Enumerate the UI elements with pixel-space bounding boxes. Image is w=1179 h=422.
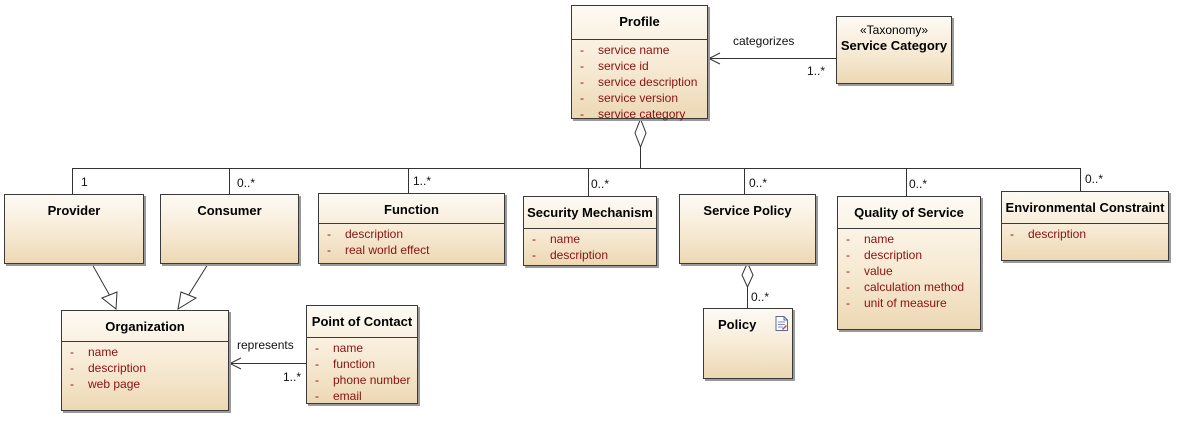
- class-name: Profile: [619, 14, 660, 29]
- represents-arrow-icon: [228, 357, 242, 370]
- attribute-compartment: -name -description -value -calculation m…: [838, 228, 980, 311]
- attribute: -service name: [580, 43, 670, 57]
- consumer-multiplicity: 0..*: [237, 176, 256, 190]
- quality-of-service-multiplicity: 0..*: [909, 177, 928, 191]
- attribute: -name: [70, 345, 119, 359]
- attribute: -service id: [580, 59, 649, 73]
- attribute-compartment: -description: [1002, 223, 1168, 242]
- attribute: -name: [532, 232, 581, 246]
- class-service-category[interactable]: «Taxonomy» Service Category: [836, 16, 952, 84]
- class-name: Consumer: [197, 203, 262, 218]
- categorizes-arrow-icon: [707, 52, 721, 65]
- attribute: -description: [846, 248, 923, 262]
- attribute: -description: [70, 361, 147, 375]
- attribute-compartment: -service name -service id -service descr…: [572, 39, 707, 122]
- class-environmental-constraint[interactable]: Environmental Constraint -description: [1001, 191, 1169, 261]
- attribute: -description: [327, 227, 404, 241]
- represents-multiplicity: 1..*: [283, 370, 302, 384]
- categorizes-label: categorizes: [733, 34, 795, 48]
- class-function[interactable]: Function -description -real world effect: [318, 193, 505, 264]
- attribute: -phone number: [315, 373, 411, 387]
- class-name: Policy: [718, 317, 757, 332]
- policy-aggregation-diamond-icon: [741, 261, 754, 289]
- attribute: -web page: [70, 377, 141, 391]
- provider-inheritance-triangle-icon: [101, 291, 118, 310]
- aggregation-diamond-icon: [634, 117, 647, 149]
- attribute: -service version: [580, 91, 679, 105]
- attribute: -description: [532, 248, 609, 262]
- attribute-compartment: -description -real world effect: [319, 223, 504, 258]
- attribute: -function: [315, 357, 376, 371]
- class-service-policy[interactable]: Service Policy: [679, 194, 816, 264]
- attribute-compartment: -name -description -web page: [62, 341, 228, 392]
- class-profile[interactable]: Profile -service name -service id -servi…: [571, 5, 708, 122]
- attribute: -real world effect: [327, 243, 430, 257]
- function-multiplicity: 1..*: [413, 174, 432, 188]
- class-name: Security Mechanism: [527, 205, 653, 220]
- attribute-compartment: -name -function -phone number -email: [307, 337, 417, 404]
- class-security-mechanism[interactable]: Security Mechanism -name -description: [523, 196, 657, 266]
- provider-multiplicity: 1: [81, 175, 88, 189]
- class-consumer[interactable]: Consumer: [160, 194, 299, 264]
- attribute-compartment: -name -description: [524, 228, 656, 263]
- represents-label: represents: [237, 338, 294, 352]
- service-policy-multiplicity: 0..*: [749, 176, 768, 190]
- class-policy[interactable]: Policy: [703, 308, 793, 379]
- class-quality-of-service[interactable]: Quality of Service -name -description -v…: [837, 196, 981, 330]
- class-name: Service Policy: [703, 203, 792, 218]
- environmental-constraint-multiplicity: 0..*: [1085, 172, 1104, 186]
- categorizes-multiplicity: 1..*: [807, 64, 826, 78]
- class-point-of-contact[interactable]: Point of Contact -name -function -phone …: [306, 305, 418, 404]
- class-name: Quality of Service: [854, 205, 964, 220]
- attribute: -name: [846, 232, 895, 246]
- attribute: -description: [1010, 227, 1087, 241]
- class-name: Organization: [105, 319, 185, 334]
- attribute: -email: [315, 389, 362, 403]
- attribute: -unit of measure: [846, 296, 947, 310]
- stereotype-label: «Taxonomy»: [859, 23, 929, 37]
- class-name: Point of Contact: [311, 314, 413, 329]
- document-icon: [775, 316, 788, 331]
- class-name: Function: [384, 202, 439, 217]
- edge-provider-generalization: [91, 263, 111, 297]
- edge-consumer-generalization: [187, 263, 209, 297]
- attribute: -calculation method: [846, 280, 965, 294]
- class-provider[interactable]: Provider: [4, 194, 144, 264]
- attribute: -value: [846, 264, 893, 278]
- attribute: -service category: [580, 107, 686, 121]
- attribute: -name: [315, 341, 364, 355]
- security-mechanism-multiplicity: 0..*: [591, 177, 610, 191]
- class-name: Provider: [47, 203, 101, 218]
- attribute: -service description: [580, 75, 698, 89]
- class-organization[interactable]: Organization -name -description -web pag…: [61, 310, 229, 411]
- class-name: Environmental Constraint: [1005, 200, 1165, 215]
- consumer-inheritance-triangle-icon: [177, 291, 198, 311]
- class-name: Service Category: [840, 38, 948, 53]
- policy-multiplicity: 0..*: [751, 290, 770, 304]
